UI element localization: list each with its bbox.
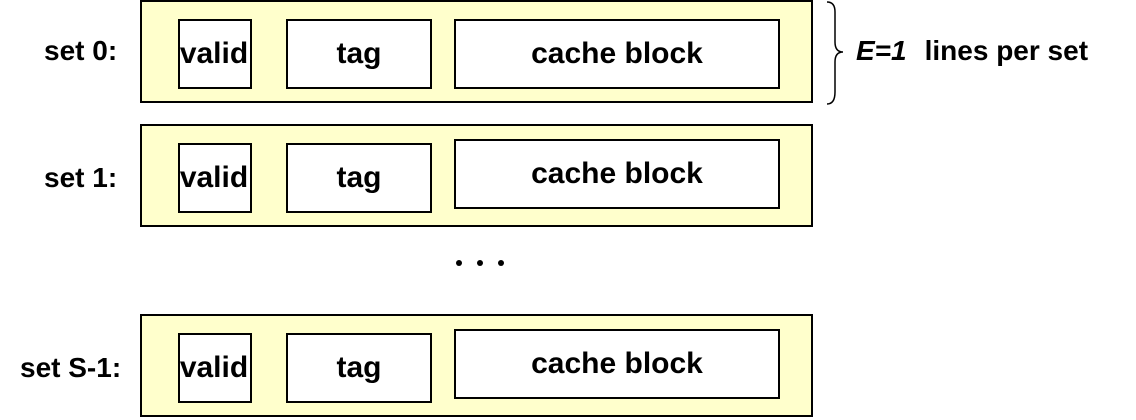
tag-label: tag [336,161,382,194]
e-equals-label: E=1 [856,35,907,66]
tag-cell: tag [286,333,432,403]
valid-label: valid [179,351,249,384]
valid-label: valid [179,37,249,70]
cache-block-label: cache block [531,157,703,190]
cache-block-cell: cache block [454,329,780,399]
lines-per-set-label: lines per set [924,35,1089,66]
set-1-label: set 1: [44,162,118,193]
set-0-label: set 0: [44,35,118,66]
cache-block-cell: cache block [454,139,780,209]
cache-block-cell: cache block [454,19,780,89]
set-s-minus-1-row: valid tag cache block [140,314,813,417]
cache-block-label: cache block [531,37,703,70]
more-sets-ellipsis [448,240,512,280]
valid-bit-cell: valid [178,143,252,213]
valid-bit-cell: valid [178,333,252,403]
set-0-row: valid tag cache block [140,0,813,103]
curly-brace-icon [826,1,844,105]
valid-label: valid [179,161,249,194]
tag-cell: tag [286,19,432,89]
tag-label: tag [336,351,382,384]
valid-bit-cell: valid [178,19,252,89]
set-s-minus-1-label: set S-1: [20,352,122,383]
set-1-row: valid tag cache block [140,124,813,227]
cache-block-label: cache block [531,347,703,380]
tag-label: tag [336,37,382,70]
lines-per-set-annotation: E=1 lines per set [856,35,1088,67]
tag-cell: tag [286,143,432,213]
